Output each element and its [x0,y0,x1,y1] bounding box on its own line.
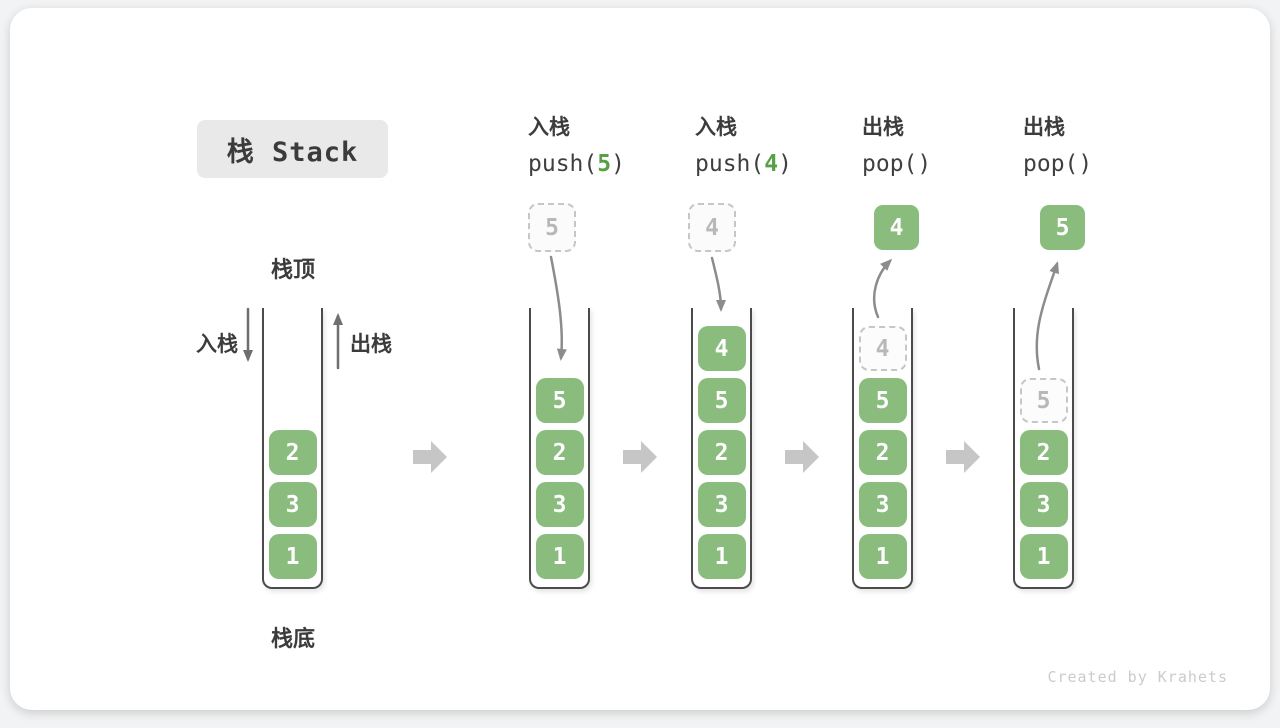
stack-cell-1: 1 [858,534,907,579]
stack-bottom-label: 栈底 [270,626,315,651]
op-label: 出栈 [1023,116,1065,139]
code-pre: push( [528,151,598,177]
push-side-label: 入栈 [196,333,238,356]
op-pop-first: 出栈 pop() [862,113,1032,179]
code-post: ) [778,151,792,177]
stack-top-label: 栈顶 [270,257,315,282]
op-code: pop() [1023,149,1193,179]
stack-container-popping-4: 1 3 2 5 4 [852,308,913,589]
stack-cell-2: 2 [535,430,584,475]
stack-cell-3: 3 [1019,482,1068,527]
stack-cell-3: 3 [268,482,317,527]
code-post: ) [611,151,625,177]
code-pre: pop( [862,151,918,177]
op-label: 入栈 [528,116,570,139]
op-pop-second: 出栈 pop() [1023,113,1193,179]
popped-value-box-5: 5 [1040,205,1085,250]
stack-cell-1: 1 [535,534,584,579]
stack-cell-5: 5 [535,378,584,423]
stack-container-popping-5: 1 3 2 5 [1013,308,1074,589]
code-arg: 5 [597,151,612,177]
step-arrow-3 [785,441,819,473]
stack-cell-5: 5 [1019,378,1068,423]
stack-container-after-push-5: 1 3 2 5 [529,308,590,589]
stack-cell-1: 1 [697,534,746,579]
op-code: pop() [862,149,1032,179]
step-arrow-2 [623,441,657,473]
stack-cell-5: 5 [858,378,907,423]
op-code: push(5) [528,149,698,179]
stack-cell-2: 2 [1019,430,1068,475]
op-push-5: 入栈 push(5) [528,113,698,179]
op-push-4: 入栈 push(4) [695,113,865,179]
stack-cell-5: 5 [697,378,746,423]
code-pre: pop( [1023,151,1079,177]
code-post: ) [1078,151,1093,177]
code-arg: 4 [764,151,779,177]
stack-cell-1: 1 [1019,534,1068,579]
stack-container-initial: 1 3 2 [262,308,323,589]
stack-cell-3: 3 [535,482,584,527]
pop-side-label: 出栈 [350,333,392,356]
diagram-card: 栈 Stack 入栈 push(5) 入栈 push(4) 出栈 pop() 出… [10,8,1270,710]
stack-cell-2: 2 [858,430,907,475]
stack-container-after-push-4: 1 3 2 5 4 [691,308,752,589]
stack-cell-3: 3 [858,482,907,527]
op-label: 出栈 [862,116,904,139]
stack-cell-2: 2 [697,430,746,475]
push-4-arrow [710,256,726,312]
stack-cell-4: 4 [858,326,907,371]
op-label: 入栈 [695,116,737,139]
incoming-value-box-4: 4 [688,203,736,252]
stack-cell-2: 2 [268,430,317,475]
watermark: Created by Krahets [1047,668,1228,686]
code-post: ) [917,151,932,177]
code-pre: push( [695,151,765,177]
stack-cell-3: 3 [697,482,746,527]
stack-cell-1: 1 [268,534,317,579]
step-arrow-1 [413,441,447,473]
step-arrow-4 [946,441,980,473]
diagram-title: 栈 Stack [197,120,388,178]
op-code: push(4) [695,149,865,179]
stack-cell-4: 4 [697,326,746,371]
popped-value-box-4: 4 [874,205,919,250]
incoming-value-box-5: 5 [528,203,576,252]
